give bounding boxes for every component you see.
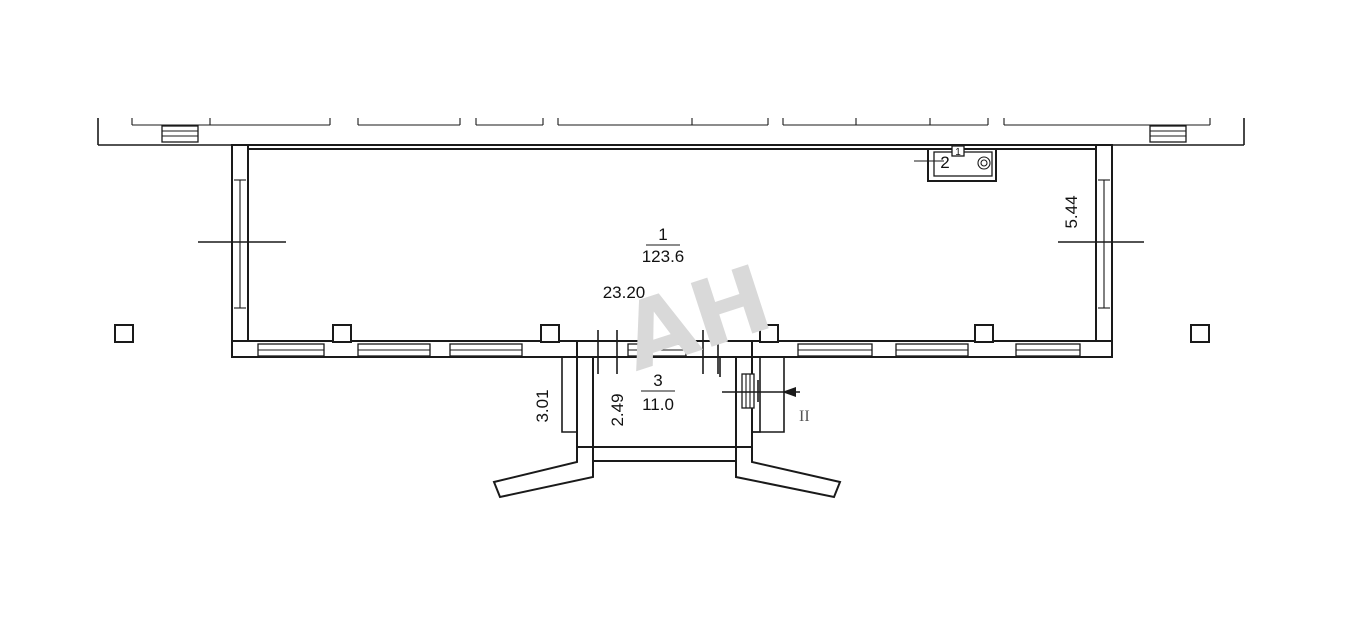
section-lines xyxy=(198,241,1144,402)
room-1-label: 1 123.6 xyxy=(642,225,685,266)
room-2-label: 2 1 xyxy=(940,147,961,172)
watermark: AH xyxy=(609,245,783,393)
room-1-area: 123.6 xyxy=(642,247,685,266)
room-2-area: 1 xyxy=(955,147,961,158)
wc-room xyxy=(914,145,997,182)
outer-facade xyxy=(97,118,1245,146)
dimension-main-length: 23.20 xyxy=(603,283,646,302)
dimension-main-width: 5.44 xyxy=(1062,195,1081,228)
room-3-number: 3 xyxy=(653,371,662,390)
room-1-number: 1 xyxy=(658,225,667,244)
room-3-label: 3 11.0 xyxy=(641,371,675,414)
entrance-porch xyxy=(492,446,842,499)
section-mark: II xyxy=(799,408,810,425)
bottom-windows xyxy=(257,343,1081,357)
room-3-area: 11.0 xyxy=(642,395,674,414)
columns xyxy=(114,324,1210,343)
dimension-vestibule-width: 2.49 xyxy=(608,393,627,426)
room-2-number: 2 xyxy=(940,153,949,172)
dimension-porch-width: 3.01 xyxy=(533,389,552,422)
